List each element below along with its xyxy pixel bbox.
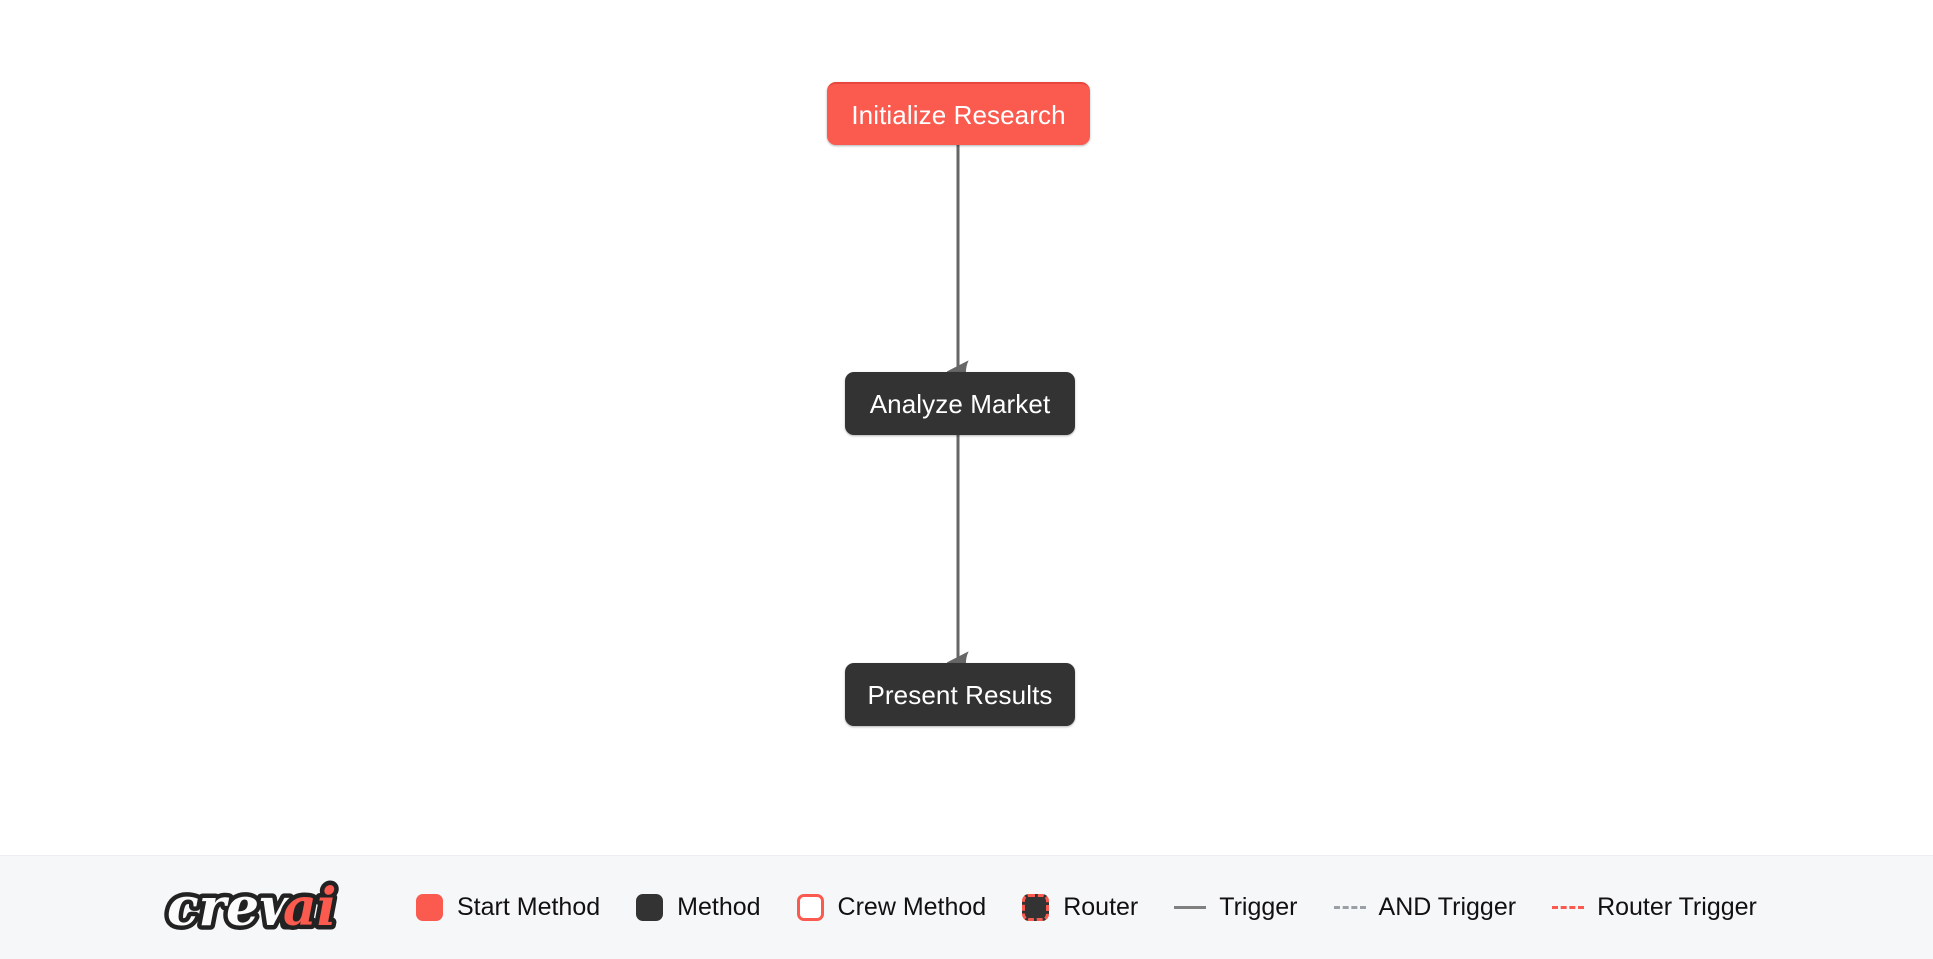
logo-accent-outline: ai — [283, 878, 336, 938]
legend-item-label: Method — [677, 893, 761, 921]
legend-bar: crew crew ai ai Start Method Method Crew… — [0, 855, 1933, 959]
start-method-swatch-icon — [416, 894, 443, 921]
legend-item-method[interactable]: Method — [636, 893, 761, 921]
router-swatch-icon — [1022, 894, 1050, 921]
legend-item-router[interactable]: Router — [1022, 894, 1138, 921]
legend-item-label: Crew Method — [837, 893, 987, 921]
legend-item-label: Router — [1063, 893, 1139, 921]
method-swatch-icon — [636, 894, 664, 921]
logo-outline: crew — [167, 878, 306, 938]
legend-item-start-method[interactable]: Start Method — [416, 894, 600, 921]
crewai-logo: crew crew ai ai — [163, 878, 378, 940]
router-trigger-line-icon — [1552, 906, 1585, 909]
legend-item-and-trigger[interactable]: AND Trigger — [1333, 893, 1517, 921]
legend-item-label: AND Trigger — [1378, 893, 1517, 921]
flow-node-label: Present Results — [867, 679, 1053, 710]
legend-item-trigger[interactable]: Trigger — [1174, 893, 1298, 921]
legend-item-router-trigger[interactable]: Router Trigger — [1552, 895, 1757, 920]
legend-item-crew-method[interactable]: Crew Method — [796, 893, 987, 921]
crew-method-swatch-icon — [796, 894, 824, 921]
and-trigger-line-icon — [1333, 906, 1366, 909]
legend-item-label: Trigger — [1219, 893, 1298, 921]
flow-canvas[interactable]: Initialize Research Analyze Market Prese… — [0, 0, 1933, 855]
flow-node-present-results[interactable]: Present Results — [845, 663, 1075, 726]
logo-text-ai: ai — [283, 878, 336, 938]
flow-node-analyze-market[interactable]: Analyze Market — [845, 372, 1075, 435]
flow-node-initialize-research[interactable]: Initialize Research — [827, 82, 1090, 145]
flow-node-label: Initialize Research — [851, 99, 1066, 130]
legend-item-label: Router Trigger — [1597, 893, 1757, 921]
flow-node-label: Analyze Market — [869, 388, 1051, 419]
trigger-line-icon — [1174, 906, 1207, 909]
logo-text-crew: crew — [167, 878, 306, 938]
legend-item-label: Start Method — [457, 893, 601, 921]
